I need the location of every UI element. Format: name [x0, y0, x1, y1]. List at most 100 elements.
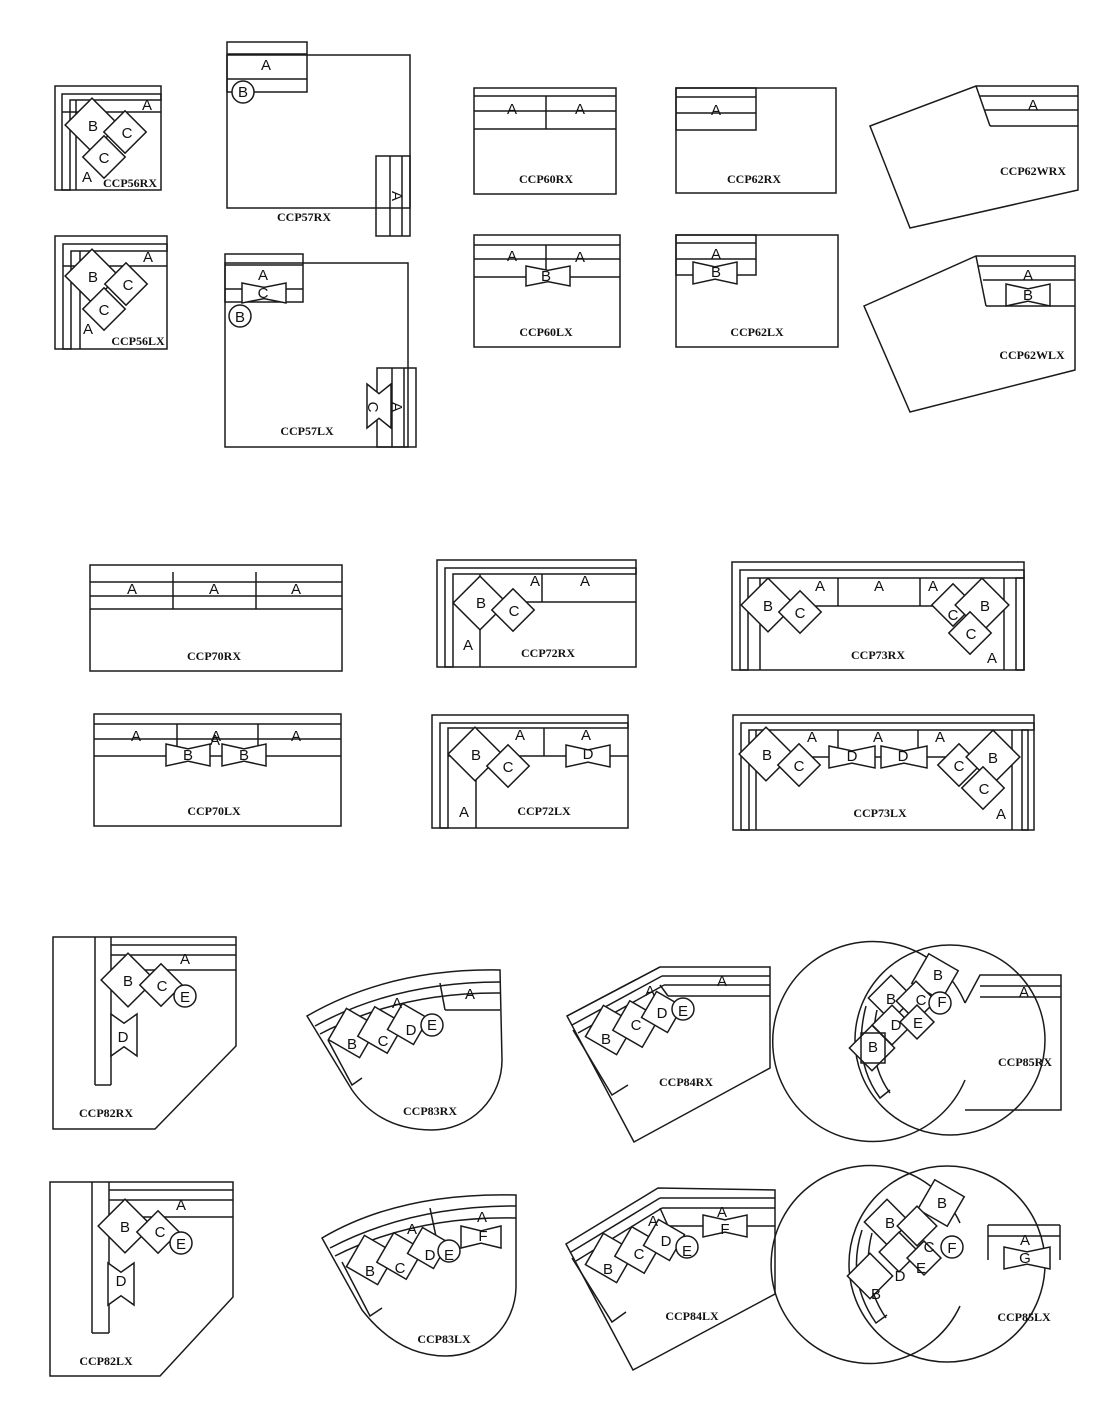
piece-label: A: [176, 1197, 186, 1214]
piece-label: A: [291, 581, 301, 598]
piece-label: A: [291, 728, 301, 745]
piece-label: C: [631, 1017, 642, 1034]
piece-label: B: [123, 973, 133, 990]
piece-label: A: [575, 249, 585, 266]
piece-label: B: [601, 1031, 611, 1048]
piece-label: F: [478, 1228, 487, 1245]
piece-label: C: [503, 759, 514, 776]
piece-label: A: [935, 729, 945, 746]
model-code: CCP73LX: [853, 806, 907, 820]
piece-label: A: [477, 1209, 487, 1226]
piece-label: A: [645, 983, 655, 1000]
piece-label: D: [657, 1005, 668, 1022]
piece-label: A: [459, 804, 469, 821]
piece-label: B: [365, 1263, 375, 1280]
piece-label: A: [530, 573, 540, 590]
model-code: CCP60LX: [519, 325, 573, 339]
piece-label: F: [947, 1240, 956, 1257]
piece-label: A: [1028, 97, 1038, 114]
ccp62rx-diagram: A CCP62RX: [675, 87, 837, 194]
piece-label: C: [509, 603, 520, 620]
piece-label: A: [648, 1213, 658, 1230]
piece-label: A: [711, 246, 721, 263]
piece-label: B: [988, 750, 998, 767]
piece-label: A: [180, 951, 190, 968]
piece-label: A: [210, 732, 220, 749]
piece-label: A: [807, 729, 817, 746]
piece-label: B: [183, 747, 193, 764]
piece-label: D: [118, 1029, 129, 1046]
model-code: CCP62WRX: [1000, 164, 1066, 178]
model-code: CCP84RX: [659, 1075, 713, 1089]
model-code: CCP56RX: [103, 176, 157, 190]
model-code: CCP84LX: [665, 1309, 719, 1323]
piece-label: C: [99, 302, 110, 319]
piece-label: C: [966, 626, 977, 643]
piece-label: B: [88, 118, 98, 135]
piece-label: B: [885, 1215, 895, 1232]
piece-label: A: [1019, 984, 1029, 1001]
piece-label: D: [891, 1017, 902, 1034]
model-code: CCP72RX: [521, 646, 575, 660]
model-code: CCP62LX: [730, 325, 784, 339]
piece-label: A: [717, 973, 727, 990]
model-code: CCP62RX: [727, 172, 781, 186]
piece-label: B: [868, 1039, 878, 1056]
piece-label: B: [711, 264, 721, 281]
piece-label: A: [209, 581, 219, 598]
piece-label: A: [711, 102, 721, 119]
piece-label: A: [463, 637, 473, 654]
piece-label: C: [954, 758, 965, 775]
ccp62wrx-diagram: A CCP62WRX: [869, 85, 1079, 229]
piece-label: E: [180, 989, 190, 1006]
piece-label: B: [235, 309, 245, 326]
piece-label: C: [916, 992, 927, 1009]
piece-label: A: [575, 101, 585, 118]
piece-label: A: [83, 321, 93, 338]
piece-label: A: [515, 727, 525, 744]
model-code: CCP57RX: [277, 210, 331, 224]
piece-label: B: [471, 747, 481, 764]
piece-label: C: [258, 285, 269, 302]
piece-label: C: [924, 1239, 935, 1256]
piece-label: C: [99, 150, 110, 167]
piece-label: A: [581, 727, 591, 744]
piece-label: C: [948, 607, 959, 624]
model-code: CCP70RX: [187, 649, 241, 663]
piece-label: C: [378, 1033, 389, 1050]
piece-label: A: [261, 57, 271, 74]
piece-label: A: [717, 1204, 727, 1221]
piece-label: B: [347, 1036, 357, 1053]
piece-label: E: [916, 1260, 926, 1277]
piece-label: A: [142, 97, 152, 114]
piece-label: A: [987, 650, 997, 667]
piece-label: D: [898, 748, 909, 765]
piece-label: D: [847, 748, 858, 765]
model-code: CCP57LX: [280, 424, 334, 438]
piece-label: A: [143, 249, 153, 266]
model-code: CCP72LX: [517, 804, 571, 818]
piece-label: A: [465, 986, 475, 1003]
piece-label: D: [661, 1233, 672, 1250]
piece-label: B: [541, 268, 551, 285]
piece-label: C: [155, 1224, 166, 1241]
piece-label: G: [1019, 1250, 1031, 1267]
model-code: CCP73RX: [851, 648, 905, 662]
piece-label: B: [871, 1286, 881, 1303]
piece-label: B: [88, 269, 98, 286]
model-code: CCP82LX: [79, 1354, 133, 1368]
piece-label: B: [603, 1261, 613, 1278]
